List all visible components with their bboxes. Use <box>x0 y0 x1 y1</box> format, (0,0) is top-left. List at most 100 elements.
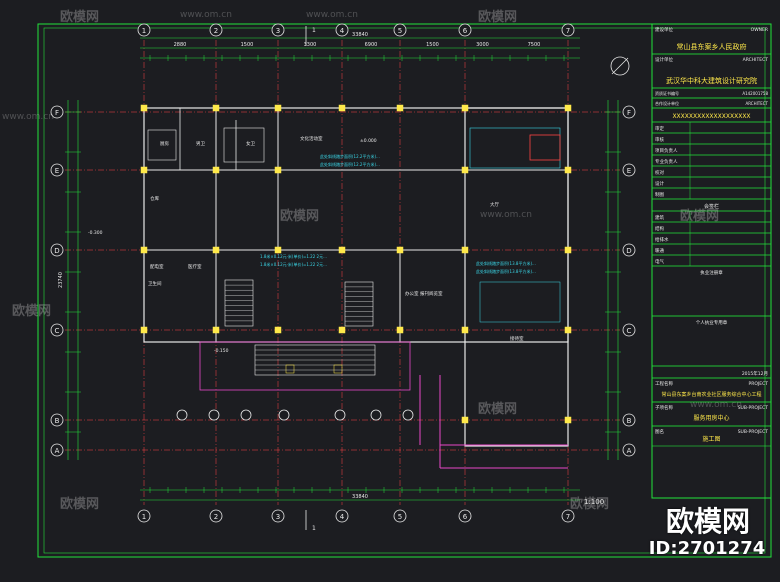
architect-value: 武汉华中科大建筑设计研究院 <box>666 76 757 85</box>
grid-label-top: 4 <box>340 27 345 35</box>
inner-frame <box>43 27 766 554</box>
watermark-url-3: www.om.cn <box>2 112 54 122</box>
grid-label-right: A <box>627 447 632 455</box>
grid-bubble-left <box>50 163 64 177</box>
coop-label: 合作设计单位 <box>655 100 679 106</box>
grid-label-top: 2 <box>214 27 218 35</box>
room-label: 仓库 <box>150 195 159 202</box>
watermark-url-2: www.om.cn <box>180 10 232 20</box>
grid-label-left: C <box>55 327 60 335</box>
grid-bubble-top <box>271 23 285 37</box>
watermark-brand-8: 欧模网 <box>570 497 610 512</box>
room-label: 女卫 <box>246 140 255 147</box>
room-label: 文化活动室 <box>300 135 323 142</box>
scale-note: 1:100 <box>584 498 604 506</box>
grid-label-left: A <box>55 447 60 455</box>
drawing-en: SUB-PROJECT <box>738 429 769 435</box>
sub-project-label: 子项名称 <box>655 404 673 411</box>
wall <box>143 107 569 343</box>
watermark-brand-1: 欧模网 <box>60 10 100 25</box>
grid-label-left: B <box>55 417 60 425</box>
architect-en: ARCHITECT <box>743 57 769 63</box>
grid-label-bottom: 2 <box>214 513 218 521</box>
role-label: 审核 <box>655 136 664 143</box>
wall <box>464 107 569 447</box>
grid-label-left: D <box>54 247 59 255</box>
grid-bubble-right <box>622 243 636 257</box>
column <box>212 166 220 174</box>
room-label: 医疗室 <box>188 263 202 270</box>
role-label: 制图 <box>655 191 664 198</box>
grid-bubble-right <box>622 443 636 457</box>
grid-label-bottom: 3 <box>276 513 280 521</box>
column <box>461 326 469 334</box>
xx-line: XXXXXXXXXXXXXXXXXXX <box>672 113 750 120</box>
sign-post <box>333 364 343 374</box>
grid-bubble-sub <box>278 409 290 421</box>
grid-bubble-top <box>561 23 575 37</box>
section-mark-bottom: 1 <box>312 525 316 532</box>
elevation-label: -0.150 <box>214 348 229 354</box>
column <box>461 166 469 174</box>
grid-label-right: B <box>627 417 632 425</box>
grid-label-right: D <box>626 247 631 255</box>
grid-label-right: F <box>627 109 631 117</box>
room-label: 厨房 <box>160 140 169 147</box>
dim-total-top: 33840 <box>352 32 368 38</box>
room-label: 配电室 <box>150 263 164 270</box>
personal-seal: 个人执业专用章 <box>696 319 728 326</box>
dim-text-top: 1500 <box>426 42 439 48</box>
watermark-brand-7: 欧模网 <box>60 497 100 512</box>
north-arrow-needle <box>611 57 629 75</box>
room-label: 卫生间 <box>148 280 162 287</box>
grid-bubble-top <box>137 23 151 37</box>
cert-no: A142001758 <box>742 91 768 96</box>
sub-project-en: SUB-PROJECT <box>738 405 769 411</box>
furniture <box>479 281 561 323</box>
column <box>140 246 148 254</box>
grid-bubble-left <box>50 243 64 257</box>
registration-seal: 执业注册章 <box>700 269 723 276</box>
grid-bubble-bottom <box>561 509 575 523</box>
title-block-row <box>651 132 772 145</box>
annotation-note: 此处斜线踏步面积(12.2平方米)... <box>320 161 380 167</box>
grid-bubble-top <box>335 23 349 37</box>
dim-text-top: 6900 <box>365 42 378 48</box>
dim-text-top: 7500 <box>528 42 541 48</box>
dim-text-top: 3300 <box>304 42 317 48</box>
title-block-row <box>651 425 772 447</box>
column <box>274 104 282 112</box>
column <box>140 166 148 174</box>
column <box>212 104 220 112</box>
counter <box>469 127 561 169</box>
elevation-label: -0.300 <box>88 230 103 236</box>
column <box>461 104 469 112</box>
toilet-stalls <box>147 129 177 161</box>
watermark-brand-6: 欧模网 <box>478 402 518 417</box>
room-label: 大厅 <box>490 201 499 208</box>
title-block-row <box>651 187 772 200</box>
grid-bubble-bottom <box>209 509 223 523</box>
annotation-note: 1.8米×0.12元·米(单价)=1.22 2元... <box>260 261 327 267</box>
sig-role: 给排水 <box>655 236 669 243</box>
annotation-note: 此处斜线踏步面积(12.2平方米)... <box>320 153 380 159</box>
dim-text-top: 2880 <box>174 42 187 48</box>
watermark-brand-2: 欧模网 <box>478 10 518 25</box>
watermark-url-1: www.om.cn <box>306 10 358 20</box>
column <box>396 104 404 112</box>
grid-bubble-sub <box>176 409 188 421</box>
elevation-label: ±0.000 <box>360 138 377 144</box>
watermark-url-5: www.om.cn <box>690 400 742 410</box>
grid-label-top: 7 <box>566 27 570 35</box>
cabinet <box>529 134 561 161</box>
title-block-row <box>651 254 772 267</box>
grid-bubble-right <box>622 105 636 119</box>
column <box>564 416 572 424</box>
grid-bubble-sub <box>370 409 382 421</box>
grid-bubble-bottom <box>458 509 472 523</box>
grid-bubble-bottom <box>271 509 285 523</box>
drawing-title: 施工图 <box>702 435 720 443</box>
grid-bubble-bottom <box>393 509 407 523</box>
architect-label: 设计单位 <box>655 56 673 63</box>
